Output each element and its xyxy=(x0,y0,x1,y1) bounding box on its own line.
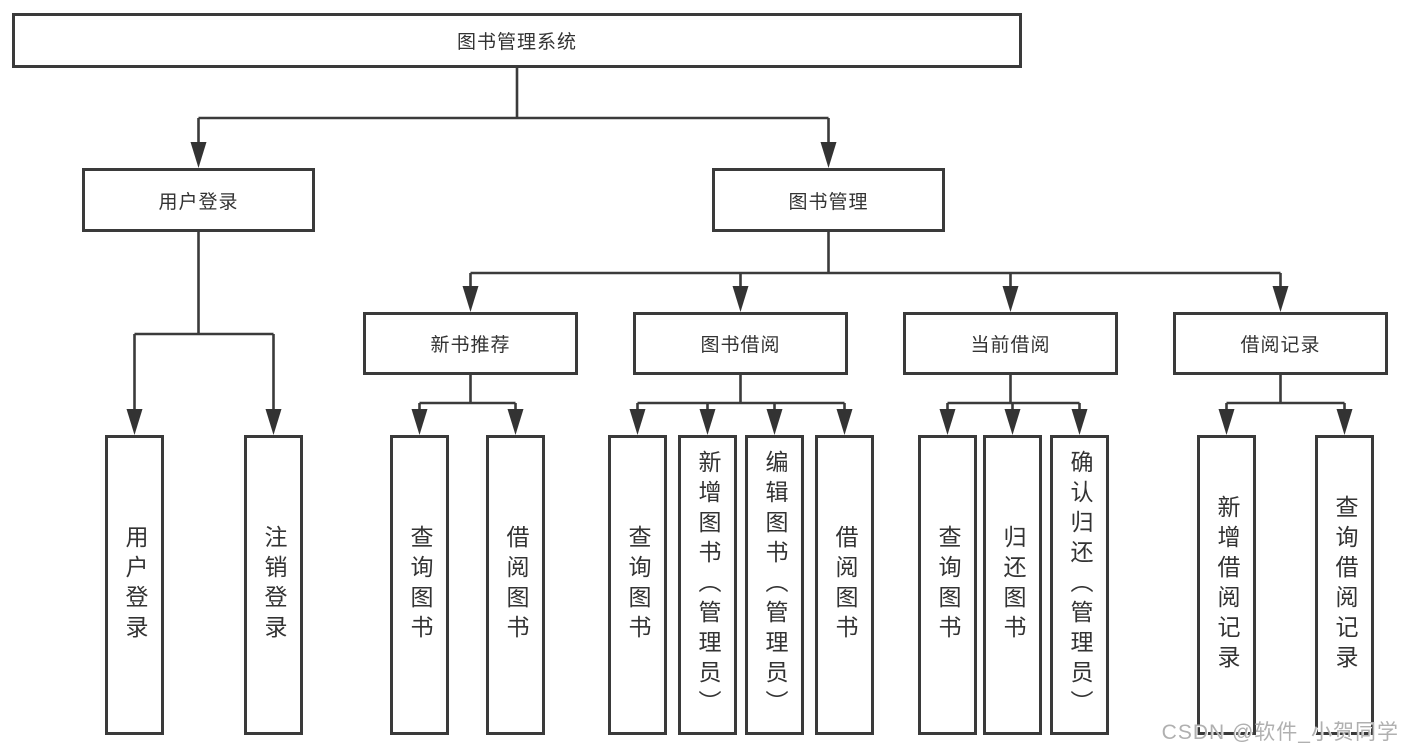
arrowheads-book-borrowing xyxy=(629,409,853,435)
leaf-logout: 注销登录 xyxy=(244,435,303,735)
leaf-confirm-return-admin: 确认归还（管理员） xyxy=(1050,435,1109,735)
connector-new-book-recommend xyxy=(418,375,517,411)
connector-borrow-records xyxy=(1225,375,1346,411)
node-label: 查询图书 xyxy=(407,525,433,645)
node-label: 归还图书 xyxy=(1000,525,1026,645)
node-library-management-system: 图书管理系统 xyxy=(12,13,1022,68)
node-label: 借阅记录 xyxy=(1240,335,1321,356)
node-label: 确认归还（管理员） xyxy=(1067,450,1093,720)
node-user-login: 用户登录 xyxy=(82,168,315,232)
leaf-rec-query-books: 查询图书 xyxy=(390,435,449,735)
leaf-edit-books-admin: 编辑图书（管理员） xyxy=(745,435,804,735)
node-label: 借阅图书 xyxy=(832,525,858,645)
node-label: 新增借阅记录 xyxy=(1214,495,1240,675)
connector-current-borrowing xyxy=(946,375,1081,411)
node-borrow-records: 借阅记录 xyxy=(1173,312,1388,375)
arrowheads-current-borrowing xyxy=(939,409,1088,435)
leaf-borrowing-query-books: 查询图书 xyxy=(608,435,667,735)
node-label: 新增图书（管理员） xyxy=(695,450,721,720)
node-label: 当前借阅 xyxy=(970,335,1051,356)
node-label: 新书推荐 xyxy=(430,335,511,356)
arrowheads-user-login xyxy=(126,409,282,435)
node-label: 注销登录 xyxy=(261,525,287,645)
node-new-book-recommend: 新书推荐 xyxy=(363,312,578,375)
leaf-current-query-books: 查询图书 xyxy=(918,435,977,735)
leaf-add-books-admin: 新增图书（管理员） xyxy=(678,435,737,735)
node-label: 借阅图书 xyxy=(503,525,529,645)
leaf-query-borrow-record: 查询借阅记录 xyxy=(1315,435,1374,735)
arrowheads-new-book-recommend xyxy=(411,409,524,435)
connector-book-borrowing xyxy=(636,375,846,411)
csdn-watermark: CSDN @软件_小贺同学 xyxy=(1161,721,1399,744)
node-label: 查询借阅记录 xyxy=(1332,495,1358,675)
node-label: 编辑图书（管理员） xyxy=(762,450,788,720)
leaf-rec-borrow-books: 借阅图书 xyxy=(486,435,545,735)
arrowheads-borrow-records xyxy=(1218,409,1353,435)
node-label: 图书借阅 xyxy=(700,335,781,356)
node-label: 图书管理系统 xyxy=(456,32,577,53)
leaf-add-borrow-record: 新增借阅记录 xyxy=(1197,435,1256,735)
node-label: 用户登录 xyxy=(158,191,239,213)
connector-level2 xyxy=(197,68,830,144)
connector-user-login xyxy=(133,232,275,411)
arrowheads-level2 xyxy=(190,142,837,168)
connector-level3 xyxy=(469,232,1282,288)
leaf-user-login: 用户登录 xyxy=(105,435,164,735)
node-book-management: 图书管理 xyxy=(712,168,945,232)
leaf-return-books: 归还图书 xyxy=(983,435,1042,735)
arrowheads-level3 xyxy=(462,286,1289,312)
node-label: 图书管理 xyxy=(788,191,869,213)
node-book-borrowing: 图书借阅 xyxy=(633,312,848,375)
node-current-borrowing: 当前借阅 xyxy=(903,312,1118,375)
node-label: 查询图书 xyxy=(935,525,961,645)
leaf-borrowing-borrow-books: 借阅图书 xyxy=(815,435,874,735)
node-label: 用户登录 xyxy=(122,525,148,645)
node-label: 查询图书 xyxy=(625,525,651,645)
